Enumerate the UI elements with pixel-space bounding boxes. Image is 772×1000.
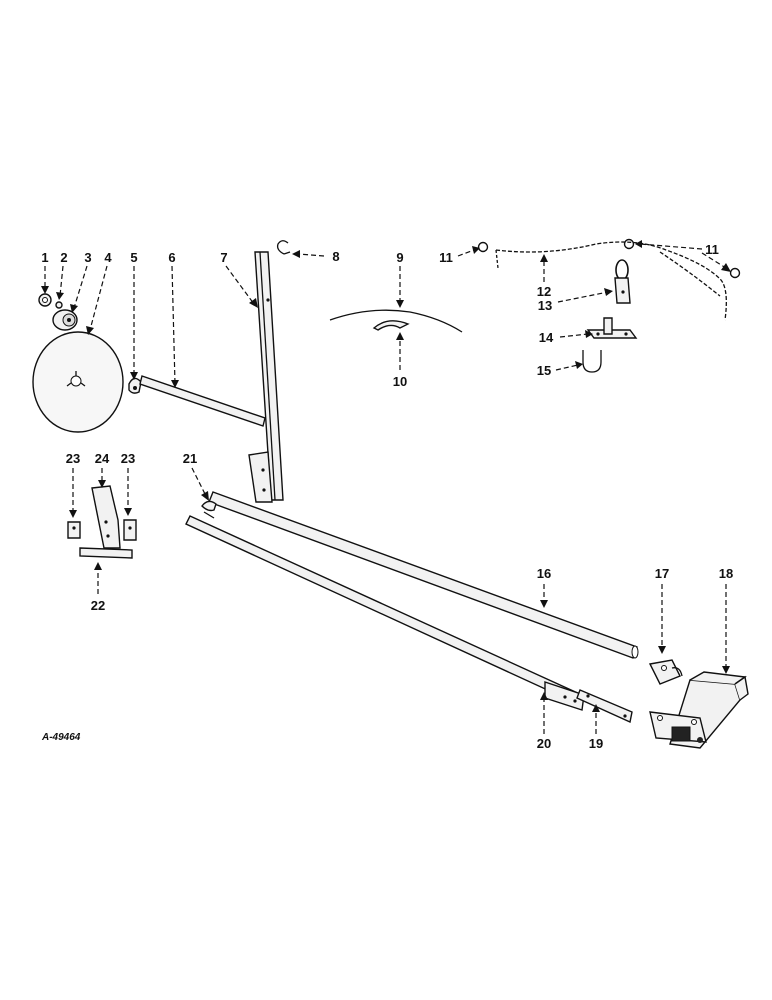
callout-4: 4: [104, 250, 112, 265]
callout-3: 3: [84, 250, 91, 265]
callout-22: 22: [91, 598, 105, 613]
part-7-standard: [248, 251, 284, 503]
part-15-u-bolt: [582, 350, 602, 373]
callout-18: 18: [719, 566, 733, 581]
part-6-shaft: [139, 375, 266, 427]
callout-20: 20: [537, 736, 551, 751]
callout-8: 8: [332, 249, 339, 264]
callout-16: 16: [537, 566, 551, 581]
callout-6: 6: [168, 250, 175, 265]
part-13-eye-bracket: [614, 259, 631, 304]
part-11-ring-right: [623, 238, 741, 279]
callout-11-right: 11: [705, 242, 719, 257]
callout-5: 5: [130, 250, 137, 265]
callout-12: 12: [537, 284, 551, 299]
part-20-rod: [185, 515, 585, 711]
callout-24: 24: [95, 451, 110, 466]
part-11-ring-left: [477, 241, 489, 253]
callout-15: 15: [537, 363, 551, 378]
part-14-bracket: [586, 317, 638, 339]
part-9-cable: [329, 309, 463, 333]
callout-13: 13: [538, 298, 552, 313]
part-4-disc: [32, 331, 124, 433]
callout-2: 2: [60, 250, 67, 265]
part-21-pin: [201, 500, 217, 519]
callout-23-right: 23: [121, 451, 135, 466]
part-1-nut: [38, 293, 52, 307]
callout-10: 10: [393, 374, 407, 389]
callout-23-left: 23: [66, 451, 80, 466]
callout-21: 21: [183, 451, 197, 466]
part-10-clip: [372, 320, 410, 331]
part-16-tube: [208, 491, 639, 659]
part-2-washer: [55, 301, 63, 309]
part-8-hook: [276, 240, 291, 255]
part-18-hitch-housing: [649, 671, 749, 749]
callout-11-left: 11: [439, 250, 453, 265]
callout-labels: 1 2 3 4 5 6 7 8 9 10 11 11 12 13 14 15 1…: [41, 242, 733, 751]
part-17-clevis: [648, 659, 683, 685]
part-24-shoe: [91, 485, 121, 549]
part-5-clamp: [128, 377, 142, 394]
part-23-bracket-right: [123, 519, 137, 541]
callout-17: 17: [655, 566, 669, 581]
callout-14: 14: [539, 330, 554, 345]
callout-1: 1: [41, 250, 48, 265]
part-3-hub: [52, 309, 78, 331]
part-12-chain: [495, 241, 727, 321]
callout-7: 7: [220, 250, 227, 265]
part-19-link: [576, 689, 633, 724]
leaders: [41, 240, 731, 734]
callout-9: 9: [396, 250, 403, 265]
drawing-code: A-49464: [41, 732, 81, 743]
callout-19: 19: [589, 736, 603, 751]
part-22-plate: [79, 547, 133, 559]
part-23-bracket-left: [67, 521, 81, 539]
